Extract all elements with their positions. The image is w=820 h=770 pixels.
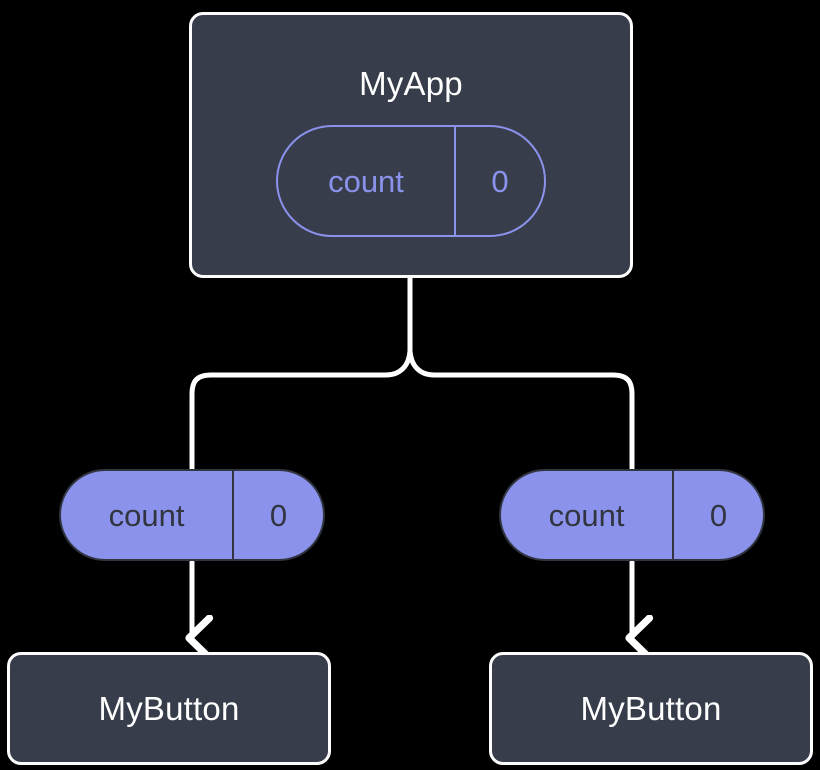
state-chip-left[interactable]: count 0 <box>59 469 325 561</box>
state-chip-right-key: count <box>501 471 675 559</box>
state-chip-left-key: count <box>61 471 235 559</box>
state-chip-right[interactable]: count 0 <box>499 469 765 561</box>
node-myapp-label: MyApp <box>359 65 463 102</box>
node-mybutton-left[interactable]: MyButton <box>7 652 331 765</box>
node-mybutton-left-label: MyButton <box>98 690 240 727</box>
state-chip-left-value: 0 <box>269 497 288 533</box>
node-mybutton-right[interactable]: MyButton <box>489 652 813 765</box>
state-chip-right-value: 0 <box>709 497 728 533</box>
node-mybutton-right-label: MyButton <box>580 690 722 727</box>
edge-branch-left <box>189 348 413 473</box>
edge-branch-right <box>407 348 635 473</box>
state-chip-myapp[interactable]: count 0 <box>276 125 546 237</box>
state-chip-myapp-value: 0 <box>491 163 509 199</box>
state-chip-myapp-key: count <box>278 127 456 235</box>
